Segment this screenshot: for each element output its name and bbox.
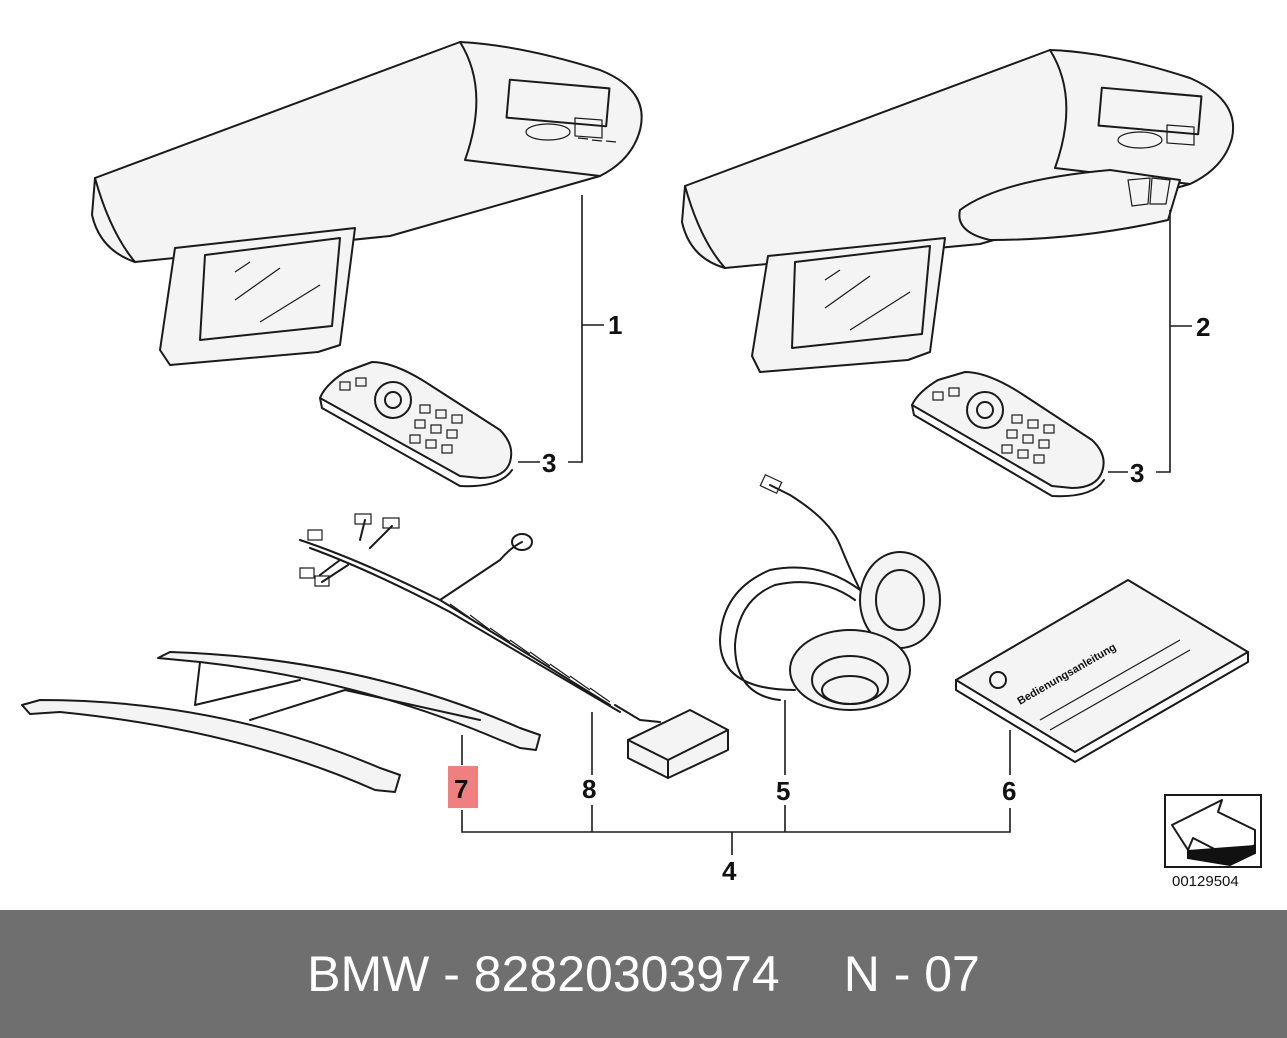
footer-position: N - 07 [843,946,980,1002]
overhead-monitor-2 [681,49,1235,373]
footer-brand: BMW [307,946,430,1002]
callout-8: 8 [582,774,596,804]
trim-panel [21,651,541,793]
callout-3-left: 3 [542,448,556,478]
callout-4: 4 [722,856,737,886]
overhead-monitor-1 [91,41,643,366]
callout-1: 1 [608,310,622,340]
leader-lines [461,195,1192,855]
footer-separator: - [443,946,460,1002]
image-number: 00129504 [1172,873,1239,890]
callout-2: 2 [1196,312,1210,342]
callout-5: 5 [776,776,790,806]
orientation-arrow-icon [1164,794,1262,868]
callout-7: 7 [454,774,468,804]
footer-bar: BMW - 82820303974 N - 07 [0,910,1287,1038]
callout-6: 6 [1002,776,1016,806]
callout-7-highlight [448,766,478,808]
footer-part-number: 82820303974 [473,946,780,1002]
remote-control-b [911,371,1105,498]
footer-caption: BMW - 82820303974 N - 07 [0,910,1287,1038]
remote-control-a [319,361,513,488]
owners-manual: Bedienungsanleitung [955,579,1249,763]
wiring-harness [299,513,729,779]
callout-3-right: 3 [1130,458,1144,488]
headphones [719,473,941,711]
parts-diagram: Bedienungsanleitung 1 2 3 3 7 8 5 6 4 00… [21,41,1262,890]
